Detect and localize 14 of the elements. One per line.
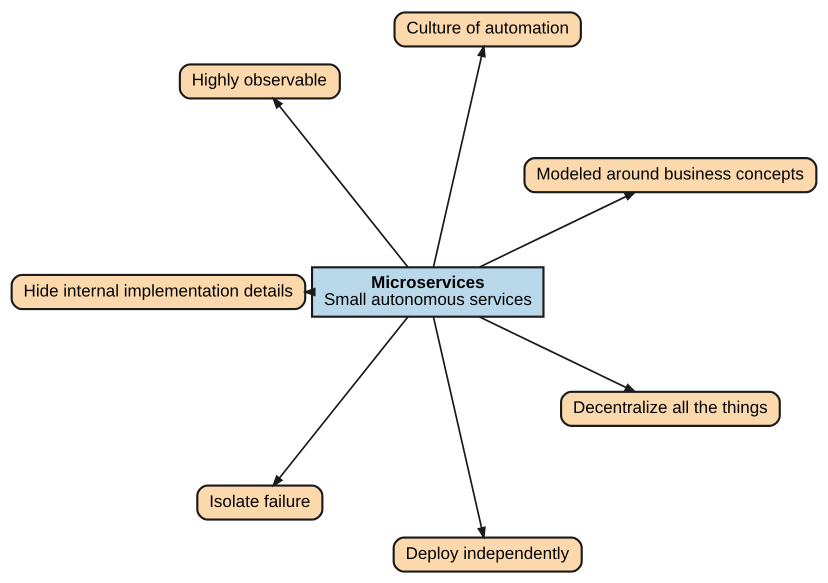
node-box: Deploy independently <box>392 536 583 572</box>
arrow <box>272 96 408 268</box>
arrow <box>478 316 638 392</box>
node-box: Highly observable <box>178 62 341 99</box>
node-box: Modeled around business concepts <box>523 156 818 193</box>
node-box: Decentralize all the things <box>560 390 781 426</box>
node-box: Hide internal implementation details <box>10 273 306 310</box>
arrow <box>432 316 486 540</box>
node-box: Isolate failure <box>196 484 324 520</box>
node-box: Culture of automation <box>393 10 582 47</box>
arrow <box>272 316 408 488</box>
arrow <box>432 44 486 267</box>
arrow <box>302 287 316 296</box>
arrow <box>478 190 638 268</box>
